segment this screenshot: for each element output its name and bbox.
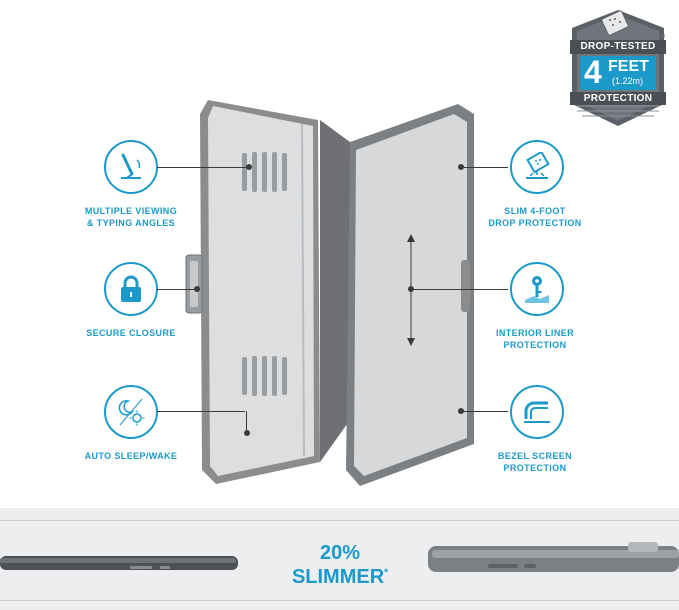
connector-line-bezel — [462, 411, 508, 412]
connector-line-closure — [157, 289, 195, 290]
connector-dot-closure — [194, 286, 200, 292]
badge-unit: FEET — [608, 58, 649, 75]
key-scratch-icon — [525, 276, 549, 303]
connector-line-viewing — [157, 167, 247, 168]
interior-liner-feature-icon — [510, 262, 564, 316]
viewing-angles-label: MULTIPLE VIEWING & TYPING ANGLES — [84, 206, 178, 228]
badge-bottom-text: PROTECTION — [583, 93, 653, 104]
connector-dot-drop — [458, 164, 464, 170]
badge-trademark: TM — [658, 34, 666, 40]
interior-liner-label: INTERIOR LINER PROTECTION — [495, 328, 575, 350]
connector-dot-liner — [408, 286, 414, 292]
connector-dot-bezel — [458, 408, 464, 414]
connector-line-liner — [411, 289, 508, 290]
lock-icon — [121, 275, 141, 302]
secure-closure-feature-icon — [104, 262, 158, 316]
bulky-case-side-view-right — [428, 542, 679, 572]
drop-protection-label: SLIM 4-FOOT DROP PROTECTION — [488, 206, 582, 228]
connector-line-drop — [462, 167, 508, 168]
badge-number: 4 — [584, 54, 602, 90]
slim-case-side-view-left — [0, 556, 238, 570]
band-top-rule — [0, 520, 679, 521]
drop-protection-feature-icon — [510, 140, 564, 194]
shield-badge-icon — [570, 10, 666, 126]
viewing-angles-feature-icon — [104, 140, 158, 194]
drop-tested-badge: DROP-TESTED 4 FEET (1.22m) PROTECTION TM — [568, 8, 668, 128]
case-illustration — [185, 100, 474, 486]
slimmer-word-text: SLIMMER — [291, 566, 385, 588]
bezel-protection-label: BEZEL SCREEN PROTECTION — [497, 451, 573, 473]
drop-impact-icon — [526, 152, 550, 179]
tablet-angle-icon — [121, 153, 141, 179]
connector-dot-sleep — [244, 430, 250, 436]
slimmer-footnote-mark: * — [384, 567, 389, 579]
connector-dot-viewing — [246, 164, 252, 170]
badge-metric: (1.22m) — [612, 76, 644, 86]
bezel-icon — [524, 401, 550, 423]
connector-line-sleep — [157, 411, 245, 412]
band-bottom-rule — [0, 600, 679, 601]
connector-vline-sleep — [246, 411, 247, 431]
moon-sun-icon — [118, 398, 145, 426]
auto-sleep-label: AUTO SLEEP/WAKE — [84, 451, 178, 461]
slimmer-word: SLIMMER* — [280, 566, 400, 589]
secure-closure-label: SECURE CLOSURE — [86, 328, 176, 338]
slimmer-percent: 20% — [319, 542, 361, 564]
auto-sleep-feature-icon — [104, 385, 158, 439]
badge-top-text: DROP-TESTED — [580, 41, 656, 52]
bezel-protection-feature-icon — [510, 385, 564, 439]
